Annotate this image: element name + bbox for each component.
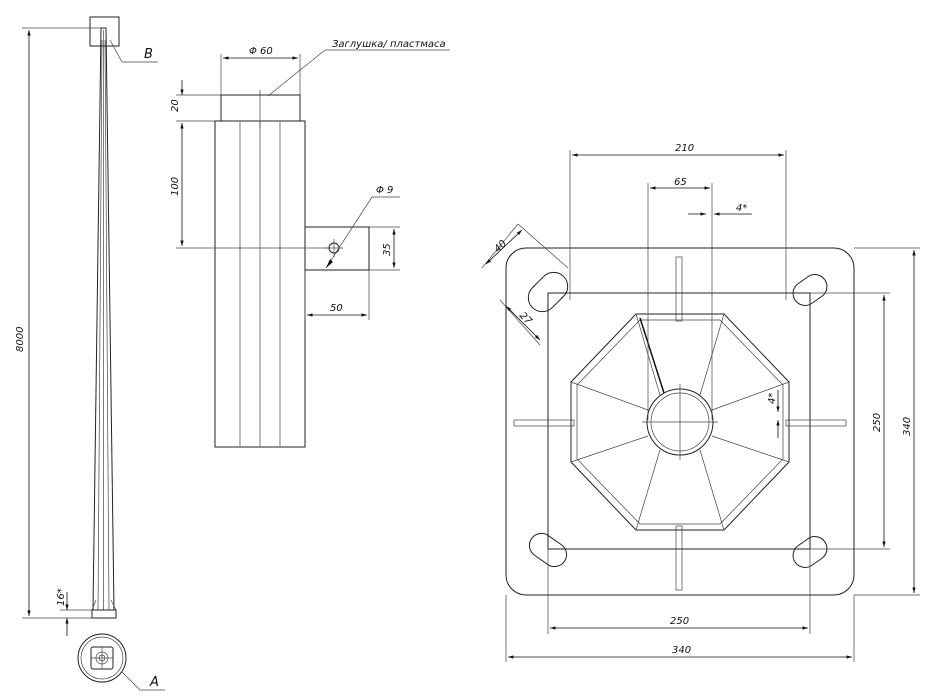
dim-height-label: 8000 [15,327,26,352]
dim-hole-depth-label: 50 [330,303,343,314]
dim-rib-side-label: 4* [767,393,778,404]
dim-rib-top-label: 4* [736,203,747,214]
base-plate-outer [505,247,855,596]
dim-inner-height-label: 250 [872,413,883,432]
dim-tube-dia-label: 65 [674,177,687,188]
ribs [513,256,847,591]
dim-base-gap-label: 16* [56,588,67,606]
dim-hole-dia-label: Φ 9 [376,185,393,196]
dim-cap-height-label: 20 [170,99,181,112]
dim-slot-width-label: 27 [517,310,534,327]
dim-outer-height-label: 340 [902,417,913,436]
pole-elevation: B 8000 16* A [15,16,165,691]
dim-top-dia-label: Φ 60 [249,46,273,57]
base-plate-inner [547,292,811,550]
dim-hole-height-label: 35 [382,243,393,256]
plug-note: Заглушка/ пластмаса [332,39,446,50]
dim-bolt-spacing-label: 210 [675,143,694,154]
dim-outer-width-label: 340 [672,645,691,656]
bolt-slots [527,271,828,568]
plug-cap [220,94,301,122]
dim-inner-width-label: 250 [670,616,689,627]
detail-b-label: B [144,47,153,62]
detail-b-frame [89,16,120,47]
pole-base [91,609,117,619]
detail-b-view: Φ 60 Заглушка/ пластмаса 20 100 Φ 9 35 5… [170,39,450,448]
hole-bracket [305,226,370,271]
detail-a-label: A [149,675,159,690]
base-plan-circle [77,633,127,683]
detail-a-view: 210 65 4* 40 27 4* 250 340 [481,143,920,662]
dim-hole-offset-label: 100 [170,177,181,196]
